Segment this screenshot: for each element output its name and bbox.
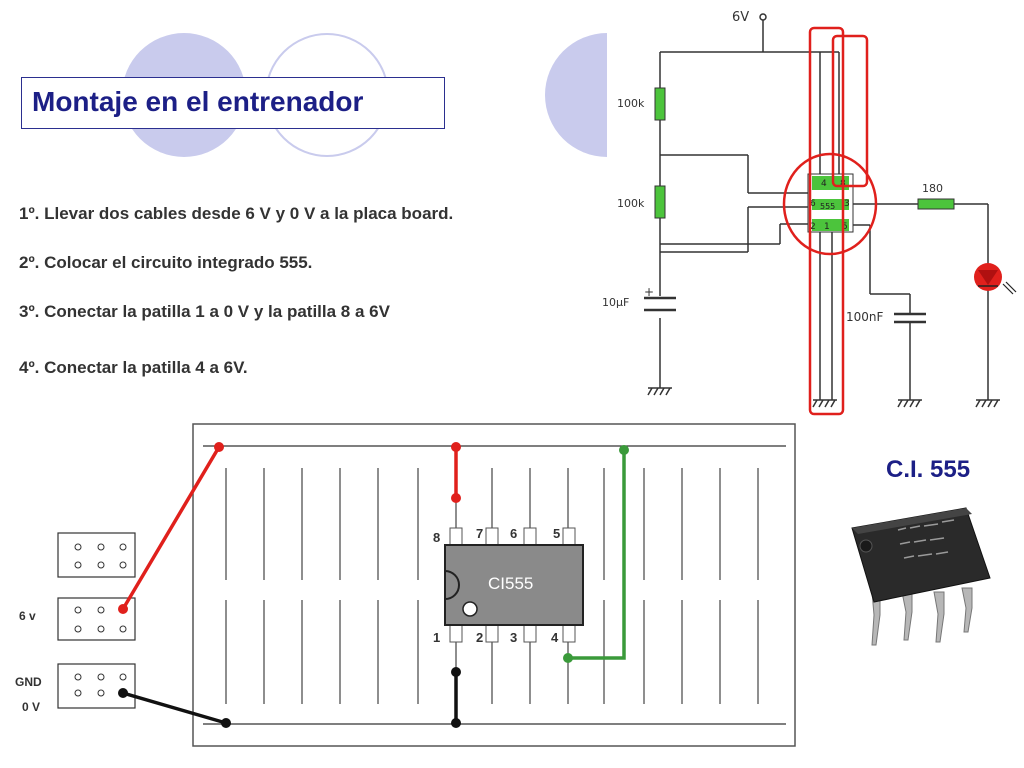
bb-pin-8: 8 [433,530,440,545]
step-1: 1º. Llevar dos cables desde 6 V y 0 V a … [19,204,454,223]
highlight-ic-ellipse [782,152,878,256]
wire-6v-to-rail [121,445,221,611]
step-2: 2º. Colocar el circuito integrado 555. [19,253,313,272]
ic-555-label: 555 [820,202,835,211]
breadboard-columns [225,468,759,704]
ic-notch [444,570,460,600]
wire-endpoint [451,493,461,503]
highlight-pin4-lane [831,34,869,188]
wire-rail-to-pin4 [566,448,626,660]
ic-pin1-dot [462,601,478,617]
wire-gnd-to-rail [121,691,228,725]
wire-endpoint [563,653,573,663]
page-title: Montaje en el entrenador [32,86,364,117]
wire-endpoint [118,604,128,614]
wire-endpoint [118,688,128,698]
terminal-block-gnd [57,663,136,709]
c1-polarity: + [644,285,654,299]
capacitor-c1 [644,296,676,312]
c1-label: 10µF [602,296,629,309]
wire-endpoint [221,718,231,728]
pin-label-6: 6 [810,199,816,209]
resistor-r1 [654,87,666,121]
label-6v: 6 v [19,609,36,623]
pin-label-4: 4 [821,179,827,189]
resistor-r3 [917,198,955,210]
ic-bottom-strip [812,219,849,231]
label-0v: 0 V [22,700,40,714]
bb-pin-1: 1 [433,630,440,645]
bb-pin-5: 5 [553,526,560,541]
r2-label: 100k [617,197,645,210]
pin-label-1: 1 [824,222,830,232]
bb-pin-4: 4 [551,630,559,645]
bb-pin-2: 2 [476,630,483,645]
c2-label: 100nF [846,310,884,324]
led-icon [974,263,1017,295]
bb-pin-3: 3 [510,630,517,645]
r3-label: 180 [922,182,943,195]
wire-endpoint [619,445,629,455]
ic-middle-strip [812,199,849,210]
wire-endpoint [214,442,224,452]
pin-label-3: 3 [844,199,850,209]
step-3: 3º. Conectar la patilla 1 a 0 V y la pat… [19,302,390,321]
wire-endpoint [451,718,461,728]
step-4: 4º. Conectar la patilla 4 a 6V. [19,358,248,377]
title-box: Montaje en el entrenador [21,77,445,129]
highlight-pin1-pin8-lane [808,26,845,416]
bb-pin-6: 6 [510,526,517,541]
pin-label-2: 2 [810,222,816,232]
chip-photo [851,507,991,646]
wire-endpoint [451,442,461,452]
chip-caption: C.I. 555 [886,456,971,483]
ground-icon [812,399,837,408]
ic-body-label: CI555 [488,574,533,593]
r1-label: 100k [617,97,645,110]
capacitor-c2 [894,312,926,324]
wire-endpoint [451,667,461,677]
supply-label: 6V [732,10,749,25]
pin-label-5: 5 [842,222,848,232]
label-gnd: GND [15,675,42,689]
terminal-block-top [57,532,136,578]
ground-icon [647,387,672,396]
resistor-r2 [654,185,666,219]
bb-pin-7: 7 [476,526,483,541]
supply-terminal [759,13,767,21]
